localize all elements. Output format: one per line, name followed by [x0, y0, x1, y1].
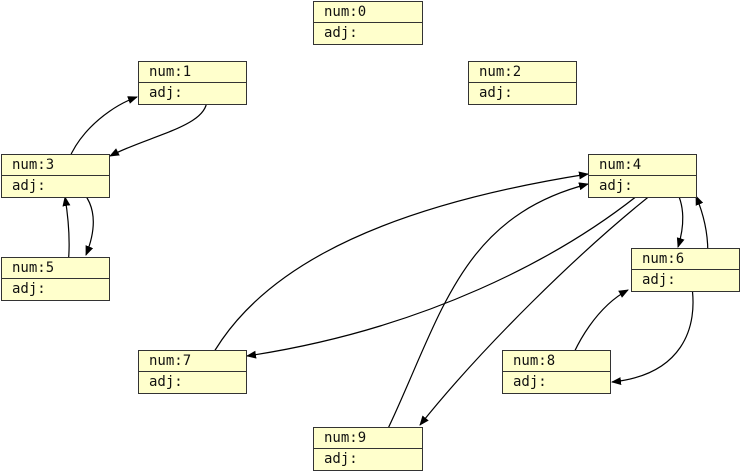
- node-num: num:7: [139, 351, 246, 372]
- node-6: num:6 adj:: [631, 248, 740, 292]
- node-num: num:2: [469, 62, 576, 83]
- node-adj: adj:: [599, 178, 633, 194]
- node-num: num:1: [139, 62, 246, 83]
- node-num: num:6: [632, 249, 739, 270]
- node-num: num:5: [2, 258, 109, 279]
- node-5: num:5 adj:: [1, 257, 110, 301]
- node-num: num:8: [503, 351, 610, 372]
- node-9: num:9 adj:: [313, 427, 423, 471]
- edge-4-to-7: [246, 186, 649, 359]
- node-num: num:0: [314, 2, 422, 23]
- edge-9-to-4: [372, 182, 589, 460]
- node-num: num:3: [2, 155, 109, 176]
- node-4: num:4 adj:: [588, 154, 697, 198]
- node-0: num:0 adj:: [313, 1, 423, 45]
- node-adj: adj:: [149, 374, 183, 390]
- node-adj: adj:: [324, 451, 358, 467]
- node-adj: adj:: [149, 85, 183, 101]
- node-adj: adj:: [479, 85, 513, 101]
- node-adj: adj:: [324, 25, 358, 41]
- node-adj: adj:: [513, 374, 547, 390]
- edge-6-to-8: [611, 280, 694, 386]
- node-8: num:8 adj:: [502, 350, 611, 394]
- node-adj: adj:: [642, 272, 676, 288]
- node-adj: adj:: [12, 178, 46, 194]
- node-7: num:7 adj:: [138, 350, 247, 394]
- node-num: num:9: [314, 428, 422, 449]
- edge-7-to-4: [198, 171, 589, 383]
- node-2: num:2 adj:: [468, 61, 577, 105]
- node-1: num:1 adj:: [138, 61, 247, 105]
- node-3: num:3 adj:: [1, 154, 110, 198]
- edge-4-to-9: [419, 186, 662, 426]
- node-num: num:4: [589, 155, 696, 176]
- node-adj: adj:: [12, 281, 46, 297]
